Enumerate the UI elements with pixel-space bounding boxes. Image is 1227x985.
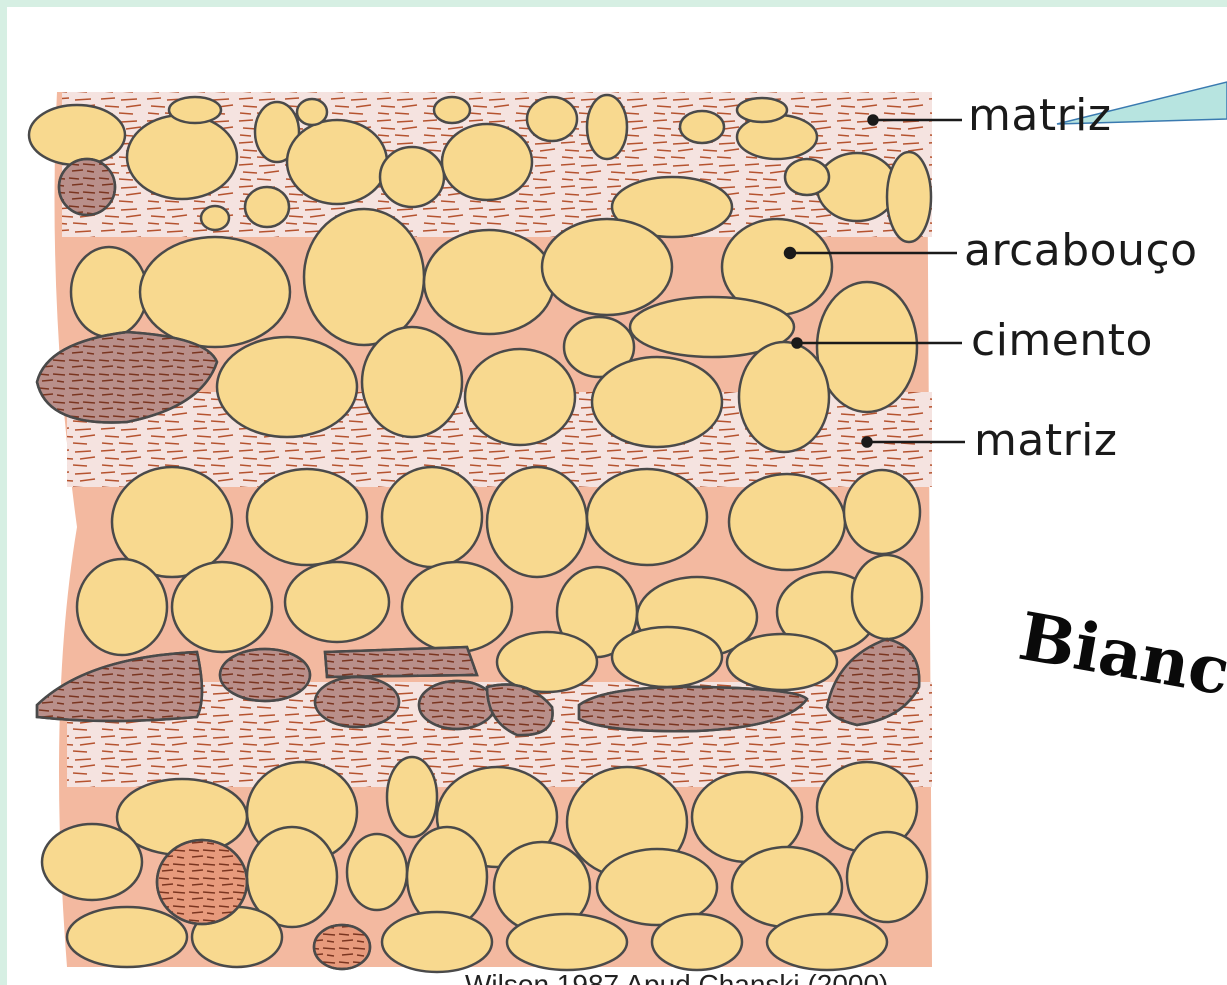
- slide: matriz arcabouço cimento matriz Bianca W…: [7, 7, 1227, 985]
- label-arcabouco: arcabouço: [964, 225, 1198, 276]
- sandstone-diagram: [7, 7, 1227, 985]
- label-matriz-top: matriz: [968, 90, 1112, 141]
- label-cimento: cimento: [971, 315, 1153, 366]
- source-credit: Wilson 1987 Apud Chanski (2000): [465, 969, 888, 985]
- label-matriz-middle: matriz: [974, 415, 1118, 466]
